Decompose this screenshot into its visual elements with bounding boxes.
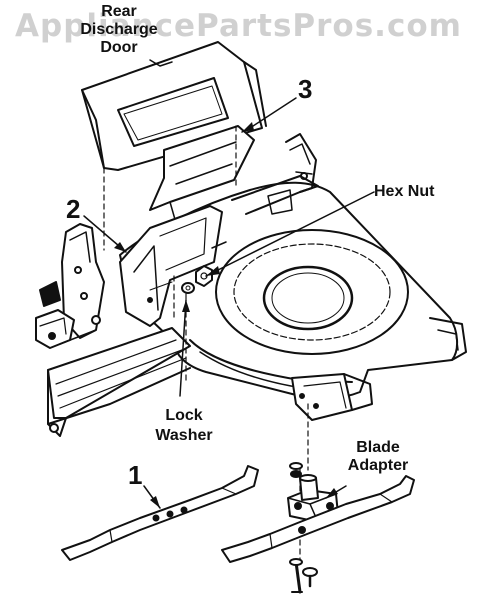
- blade-part-1: [61, 465, 259, 561]
- callout-2: 2: [66, 194, 81, 224]
- label-rear-discharge-door: Rear Discharge Door: [76, 4, 162, 56]
- label-hex-nut: Hex Nut: [374, 183, 435, 200]
- installed-blade: [221, 475, 415, 563]
- side-chute-part-2: [119, 205, 223, 327]
- label-blade-line2: Adapter: [347, 457, 409, 474]
- label-rear-line1: Rear: [101, 3, 137, 20]
- label-lock-line2: Washer: [155, 427, 213, 444]
- label-lock-washer: Lock Washer: [146, 408, 222, 444]
- label-blade-line1: Blade: [356, 439, 400, 456]
- deflector-part-3: [149, 125, 255, 231]
- label-lock-line1: Lock: [165, 407, 203, 424]
- label-blade-adapter: Blade Adapter: [338, 440, 418, 474]
- callout-1: 1: [128, 460, 143, 490]
- deck-side-rail: [47, 327, 191, 437]
- callout-3: 3: [298, 74, 313, 104]
- arrowheads: [114, 122, 338, 508]
- label-rear-line3: Door: [100, 39, 138, 56]
- wheel-bracket-assembly: [35, 223, 105, 349]
- hex-nut-and-washer: [181, 241, 227, 294]
- label-rear-line2: Discharge: [80, 21, 158, 38]
